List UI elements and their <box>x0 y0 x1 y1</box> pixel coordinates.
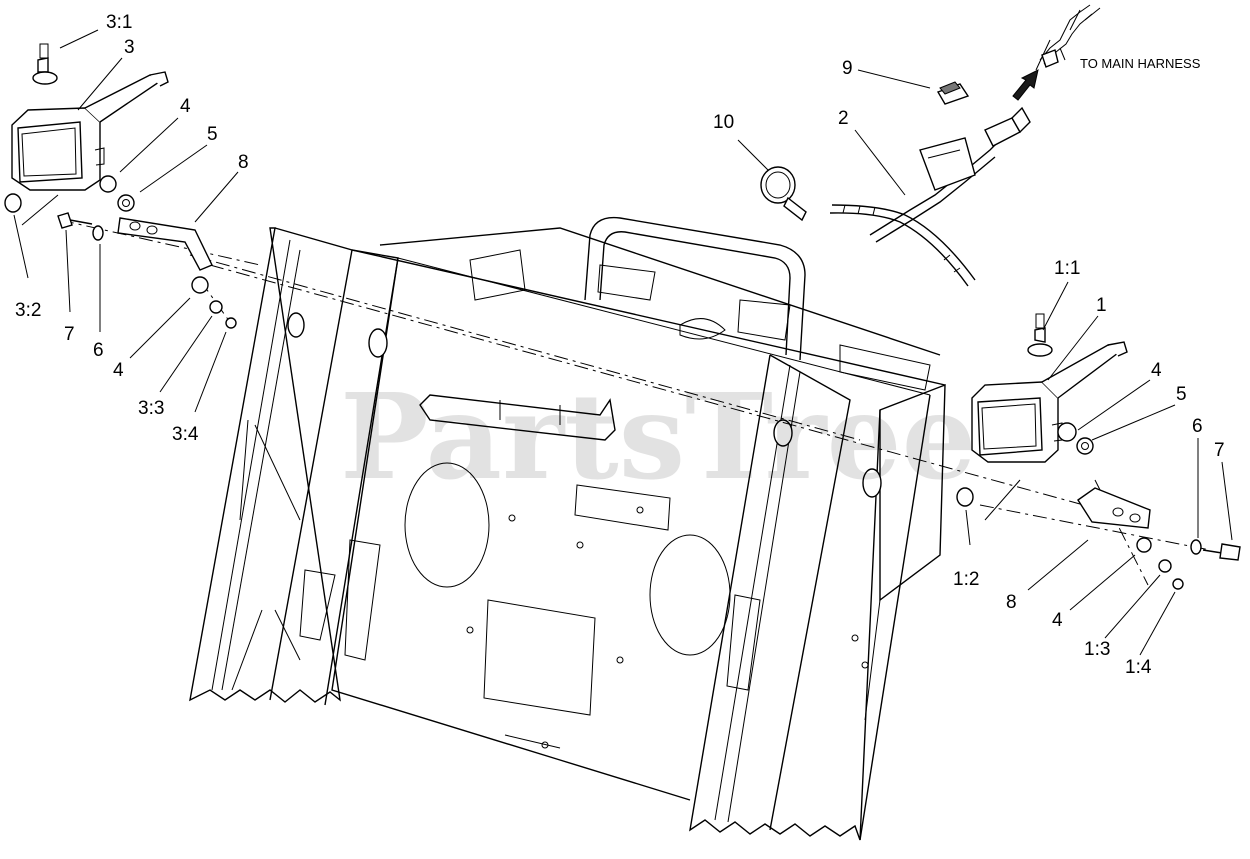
to-main-harness-note: TO MAIN HARNESS <box>1080 56 1201 71</box>
callout-5-left: 5 <box>207 124 218 145</box>
right-work-light <box>971 341 1128 463</box>
watermark: PartsTree <box>340 367 977 506</box>
callout-3-1: 3:1 <box>106 12 132 33</box>
clamp-10 <box>760 166 807 222</box>
callout-1-3: 1:3 <box>1084 639 1110 660</box>
callout-10: 10 <box>713 112 734 133</box>
callout-2: 2 <box>838 108 849 129</box>
callout-6-right: 6 <box>1192 416 1203 437</box>
bracket-line-3-2 <box>21 194 59 226</box>
callout-5-right: 5 <box>1176 384 1187 405</box>
callout-9: 9 <box>842 58 853 79</box>
left-lens-3-2 <box>4 193 22 213</box>
callout-labels: 3:1 3 4 5 8 3:2 7 6 4 3:3 3:4 9 10 2 1:1… <box>15 12 1225 678</box>
callout-4-right-bottom: 4 <box>1052 610 1063 631</box>
callout-3-2: 3:2 <box>15 300 41 321</box>
callout-3-3: 3:3 <box>138 398 164 419</box>
callout-3-4: 3:4 <box>172 424 199 445</box>
assembly-centerlines <box>59 219 1211 586</box>
main-harness-connector <box>1012 4 1101 101</box>
callout-4-right-top: 4 <box>1151 360 1162 381</box>
callout-8-right: 8 <box>1006 592 1017 613</box>
bracket-line-1-2 <box>984 479 1021 521</box>
right-hardware <box>1057 422 1241 590</box>
leader-lines <box>13 29 1233 656</box>
left-hardware <box>57 175 237 329</box>
left-work-light <box>11 71 169 191</box>
right-lens-1-2 <box>956 487 974 507</box>
main-frame <box>189 216 946 841</box>
callout-7-left: 7 <box>64 324 75 345</box>
callout-7-right: 7 <box>1214 440 1225 461</box>
callout-4-left-bottom: 4 <box>113 360 124 381</box>
wire-harness <box>829 106 1031 287</box>
callout-3: 3 <box>124 37 135 58</box>
callout-1: 1 <box>1096 295 1107 316</box>
callout-1-1: 1:1 <box>1054 258 1080 279</box>
callout-1-4: 1:4 <box>1125 657 1152 678</box>
callout-1-2: 1:2 <box>953 569 979 590</box>
callout-4-left-top: 4 <box>180 96 191 117</box>
left-bulb-3-1 <box>32 43 58 85</box>
fuse-9 <box>936 81 970 105</box>
callout-8-left: 8 <box>238 152 249 173</box>
callout-6-left: 6 <box>93 340 104 361</box>
right-bulb-1-1 <box>1027 313 1053 357</box>
